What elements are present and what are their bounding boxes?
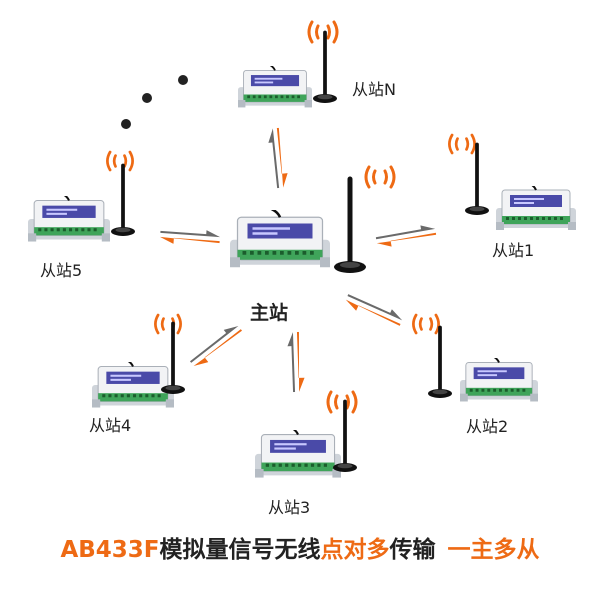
link-arrow-2 xyxy=(343,290,405,330)
station-n-device xyxy=(238,20,339,109)
main-station-label: 主站 xyxy=(250,302,289,324)
station-1-device xyxy=(448,133,576,231)
link-arrow-n xyxy=(266,127,290,189)
title-part4: 一主多从 xyxy=(447,537,540,563)
more-stations-dots xyxy=(121,75,188,129)
station-2-label: 从站2 xyxy=(466,417,509,436)
title-part3: 传输 xyxy=(389,537,436,563)
link-arrow-1 xyxy=(375,222,437,250)
station-3-device xyxy=(255,390,359,479)
station-n-label: 从站N xyxy=(352,80,396,99)
station-4-device xyxy=(92,313,187,409)
title-part2: 点对多 xyxy=(320,537,390,563)
title-part1: 模拟量信号无线 xyxy=(159,537,321,563)
link-arrow-3 xyxy=(286,331,306,393)
title-model: AB433F xyxy=(60,537,160,563)
station-3-label: 从站3 xyxy=(268,498,311,517)
station-5-label: 从站5 xyxy=(40,261,83,280)
diagram-title: AB433F模拟量信号无线点对多传输一主多从 xyxy=(0,530,600,564)
link-arrow-4 xyxy=(187,321,245,371)
station-1-label: 从站1 xyxy=(492,241,535,260)
link-arrow-5 xyxy=(159,226,221,248)
station-4-label: 从站4 xyxy=(89,416,132,435)
station-5-device xyxy=(28,150,137,243)
main-station-device xyxy=(230,165,396,273)
station-2-device xyxy=(412,313,538,403)
